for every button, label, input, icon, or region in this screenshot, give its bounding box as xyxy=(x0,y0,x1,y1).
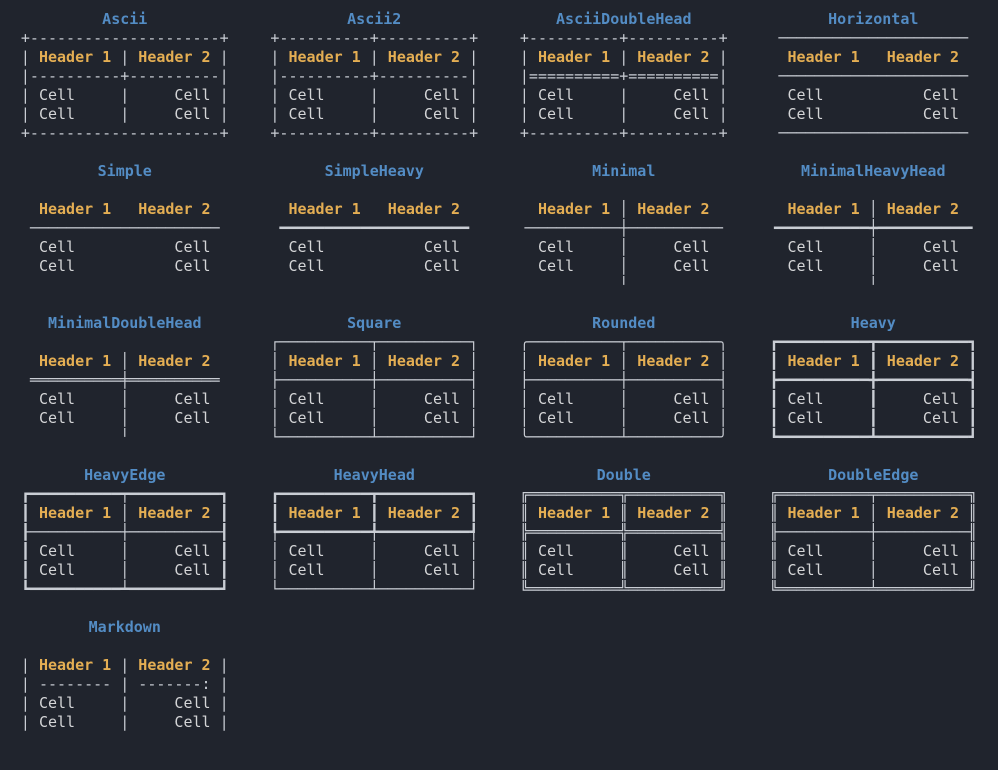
box-style-title: Simple xyxy=(98,162,152,181)
box-style-title: AsciiDoubleHead xyxy=(556,10,691,29)
box-style-markdown: Markdown | Header 1 | Header 2 | | -----… xyxy=(0,618,250,770)
box-style-title: Heavy xyxy=(851,314,896,333)
box-style-title: MinimalDoubleHead xyxy=(48,314,202,333)
box-style-rounded: Rounded╭──────────┬──────────╮ │ Header … xyxy=(499,314,749,466)
box-style-title: Ascii xyxy=(102,10,147,29)
box-style-title: Rounded xyxy=(592,314,655,333)
box-style-minimaldoublehead: MinimalDoubleHead Header 1 │ Header 2 ══… xyxy=(0,314,250,466)
box-style-title: DoubleEdge xyxy=(828,466,918,485)
box-style-ascii: Ascii+---------------------+ | Header 1 … xyxy=(0,10,250,162)
box-style-horizontal: Horizontal ───────────────────── Header … xyxy=(749,10,998,162)
box-style-title: MinimalHeavyHead xyxy=(801,162,946,181)
box-style-table-art: ╔══════════╤══════════╗ ║ Header 1 │ Hea… xyxy=(769,485,977,599)
box-style-table-art: Header 1 Header 2 ━━━━━━━━━━━━━━━━━━━━━ … xyxy=(270,181,478,276)
box-style-table-art: +----------+----------+ | Header 1 | Hea… xyxy=(270,29,478,143)
box-style-square: Square┌──────────┬──────────┐ │ Header 1… xyxy=(250,314,500,466)
box-style-table-art: +----------+----------+ | Header 1 | Hea… xyxy=(520,29,728,143)
box-style-minimalheavyhead: MinimalHeavyHead Header 1 │ Header 2 ╺━━… xyxy=(749,162,998,314)
box-style-table-art: +---------------------+ | Header 1 | Hea… xyxy=(21,29,229,143)
box-style-title: Double xyxy=(597,466,651,485)
box-style-title: HeavyHead xyxy=(334,466,415,485)
box-style-table-art: ┏━━━━━━━━━━┳━━━━━━━━━━┓ ┃ Header 1 ┃ Hea… xyxy=(769,333,977,447)
box-style-table-art: ╔══════════╦══════════╗ ║ Header 1 ║ Hea… xyxy=(520,485,728,599)
box-style-heavy: Heavy┏━━━━━━━━━━┳━━━━━━━━━━┓ ┃ Header 1 … xyxy=(749,314,998,466)
box-style-title: HeavyEdge xyxy=(84,466,165,485)
box-style-doubleedge: DoubleEdge╔══════════╤══════════╗ ║ Head… xyxy=(749,466,998,618)
box-style-minimal: Minimal Header 1 │ Header 2 ╶──────────┼… xyxy=(499,162,749,314)
box-style-table-art: | Header 1 | Header 2 | | -------- | ---… xyxy=(21,637,229,732)
box-style-table-art: ┌──────────┬──────────┐ │ Header 1 │ Hea… xyxy=(270,333,478,447)
box-style-simpleheavy: SimpleHeavy Header 1 Header 2 ━━━━━━━━━━… xyxy=(250,162,500,314)
box-style-heavyedge: HeavyEdge┏━━━━━━━━━━┯━━━━━━━━━━┓ ┃ Heade… xyxy=(0,466,250,618)
box-style-table-art: ───────────────────── Header 1 Header 2 … xyxy=(769,29,977,143)
box-style-ascii2: Ascii2+----------+----------+ | Header 1… xyxy=(250,10,500,162)
box-style-simple: Simple Header 1 Header 2 ───────────────… xyxy=(0,162,250,314)
box-style-heavyhead: HeavyHead┏━━━━━━━━━━┳━━━━━━━━━━┓ ┃ Heade… xyxy=(250,466,500,618)
box-style-title: SimpleHeavy xyxy=(325,162,424,181)
box-style-title: Ascii2 xyxy=(347,10,401,29)
box-style-table-art: Header 1 │ Header 2 ══════════╪═════════… xyxy=(21,333,229,447)
box-style-table-art: Header 1 │ Header 2 ╺━━━━━━━━━━┿━━━━━━━━… xyxy=(769,181,977,295)
box-style-table-art: Header 1 Header 2 ───────────────────── … xyxy=(21,181,229,276)
box-style-title: Minimal xyxy=(592,162,655,181)
box-style-title: Square xyxy=(347,314,401,333)
box-style-table-art: ┏━━━━━━━━━━┯━━━━━━━━━━┓ ┃ Header 1 │ Hea… xyxy=(21,485,229,599)
box-style-asciidoublehead: AsciiDoubleHead+----------+----------+ |… xyxy=(499,10,749,162)
box-style-title: Horizontal xyxy=(828,10,918,29)
box-style-table-art: ┏━━━━━━━━━━┳━━━━━━━━━━┓ ┃ Header 1 ┃ Hea… xyxy=(270,485,478,599)
box-style-table-art: Header 1 │ Header 2 ╶──────────┼────────… xyxy=(520,181,728,295)
box-style-double: Double╔══════════╦══════════╗ ║ Header 1… xyxy=(499,466,749,618)
box-style-title: Markdown xyxy=(89,618,161,637)
box-style-table-art: ╭──────────┬──────────╮ │ Header 1 │ Hea… xyxy=(520,333,728,447)
